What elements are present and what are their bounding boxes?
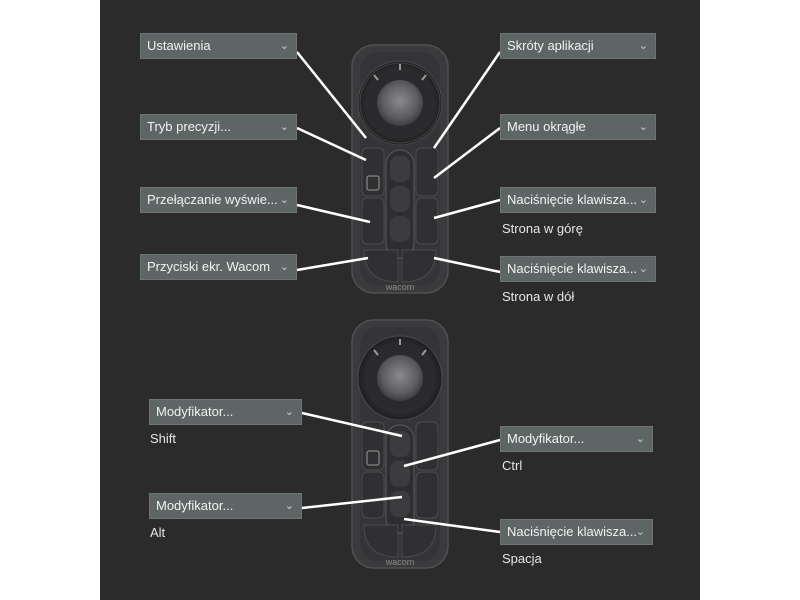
dropdown-precision-mode[interactable]: Tryb precyzji... ⌄	[140, 114, 297, 140]
connector-line	[301, 411, 403, 438]
dropdown-label: Tryb precyzji...	[147, 119, 232, 134]
chevron-down-icon: ⌄	[638, 121, 648, 133]
wacom-logo-top: wacom	[385, 282, 415, 292]
caption-space: Spacja	[502, 551, 542, 566]
chevron-down-icon: ⌄	[284, 500, 294, 512]
chevron-down-icon: ⌄	[279, 261, 289, 273]
connector-line	[296, 51, 367, 139]
dropdown-label: Naciśnięcie klawisza...	[507, 261, 638, 276]
dropdown-application-shortcuts[interactable]: Skróty aplikacji ⌄	[500, 33, 656, 59]
connector-line	[403, 517, 501, 534]
dropdown-label: Przełączanie wyświe...	[147, 192, 278, 207]
dropdown-onscreen-buttons[interactable]: Przyciski ekr. Wacom ⌄	[140, 254, 297, 280]
dropdown-modifier-alt[interactable]: Modyfikator... ⌄	[149, 493, 302, 519]
connector-line	[301, 495, 403, 510]
connector-line	[432, 51, 502, 149]
dropdown-keystroke-page-up[interactable]: Naciśnięcie klawisza... ⌄	[500, 187, 656, 213]
caption-alt: Alt	[150, 525, 166, 540]
connector-line	[296, 203, 371, 224]
connector-line	[403, 438, 501, 468]
dropdown-label: Modyfikator...	[507, 431, 585, 446]
connector-line	[433, 256, 501, 274]
bottom-remote-device	[351, 319, 449, 569]
chevron-down-icon: ⌄	[284, 406, 294, 418]
chevron-down-icon: ⌄	[635, 526, 645, 538]
chevron-down-icon: ⌄	[635, 433, 645, 445]
dropdown-radial-menu[interactable]: Menu okrągłe ⌄	[500, 114, 656, 140]
top-remote-device	[351, 44, 449, 294]
chevron-down-icon: ⌄	[279, 40, 289, 52]
dropdown-settings[interactable]: Ustawienia ⌄	[140, 33, 297, 59]
dropdown-label: Przyciski ekr. Wacom	[147, 259, 271, 274]
chevron-down-icon: ⌄	[638, 40, 648, 52]
chevron-down-icon: ⌄	[279, 194, 289, 206]
dropdown-display-toggle[interactable]: Przełączanie wyświe... ⌄	[140, 187, 297, 213]
dropdown-modifier-shift[interactable]: Modyfikator... ⌄	[149, 399, 302, 425]
dropdown-label: Modyfikator...	[156, 404, 234, 419]
dropdown-label: Skróty aplikacji	[507, 38, 594, 53]
dropdown-label: Naciśnięcie klawisza...	[507, 192, 638, 207]
wacom-logo-bottom: wacom	[385, 557, 415, 567]
caption-shift: Shift	[150, 431, 177, 446]
dropdown-keystroke-page-down[interactable]: Naciśnięcie klawisza... ⌄	[500, 256, 656, 282]
caption-page-up: Strona w górę	[502, 221, 583, 236]
chevron-down-icon: ⌄	[638, 194, 648, 206]
dropdown-keystroke-space[interactable]: Naciśnięcie klawisza... ⌄	[500, 519, 653, 545]
connector-line	[296, 126, 367, 162]
dropdown-label: Menu okrągłe	[507, 119, 586, 134]
connector-lines	[296, 51, 502, 534]
caption-page-down: Strona w dół	[502, 289, 575, 304]
dropdown-label: Modyfikator...	[156, 498, 234, 513]
connector-line	[296, 256, 369, 272]
dropdown-modifier-ctrl[interactable]: Modyfikator... ⌄	[500, 426, 653, 452]
dropdown-label: Naciśnięcie klawisza...	[507, 524, 638, 539]
connector-line	[433, 198, 501, 220]
dropdown-label: Ustawienia	[147, 38, 211, 53]
chevron-down-icon: ⌄	[279, 121, 289, 133]
caption-ctrl: Ctrl	[502, 458, 523, 473]
connector-line	[433, 127, 501, 179]
chevron-down-icon: ⌄	[638, 263, 648, 275]
